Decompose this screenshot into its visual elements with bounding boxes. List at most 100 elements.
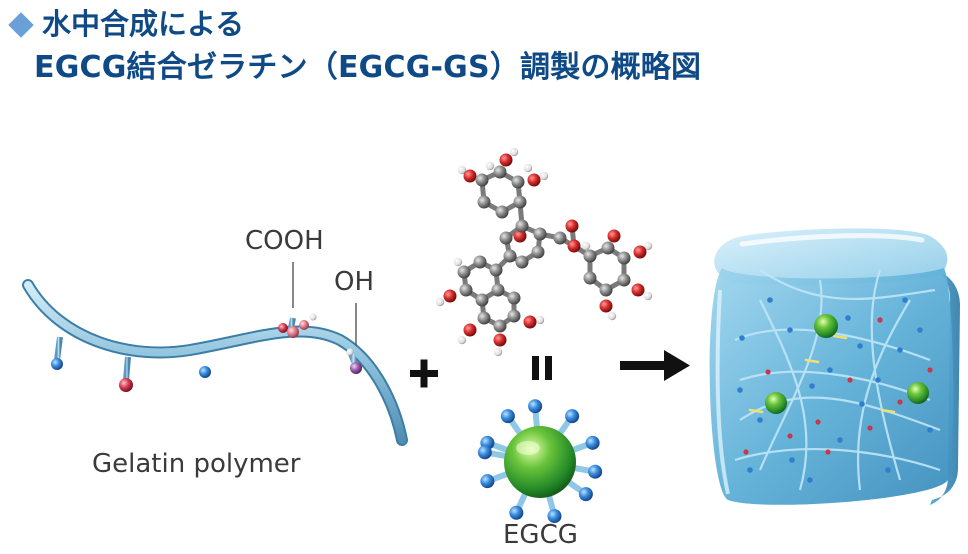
molecule-carbon-atom	[599, 283, 613, 297]
molecule-carbon-atom	[503, 249, 517, 263]
egcg-gs-hydrogel-cube	[709, 228, 960, 505]
egcg-molecule-structure	[435, 147, 653, 357]
gel-blue-node	[885, 467, 891, 473]
molecule-carbon-atom	[477, 195, 491, 209]
molecule-carbon-atom	[533, 227, 547, 241]
gel-red-node	[765, 369, 771, 375]
molecule-oxygen-atom	[463, 169, 477, 183]
molecule-carbon-atom	[583, 249, 597, 263]
egcg-spoke-tip	[585, 435, 600, 450]
title-block: 水中合成による EGCG結合ゼラチン（EGCG-GS）調製の概略図	[4, 2, 701, 90]
molecule-oxygen-atom	[463, 323, 477, 337]
egcg-spoke-tip	[477, 445, 492, 460]
molecule-carbon-atom	[617, 273, 631, 287]
gel-blue-node	[837, 437, 843, 443]
molecule-carbon-atom	[515, 255, 529, 269]
molecule-carbon-atom	[495, 205, 509, 219]
gel-blue-node	[857, 343, 863, 349]
molecule-carbon-atom	[457, 265, 471, 279]
cooh-group	[278, 313, 317, 338]
gel-blue-node	[859, 401, 865, 407]
gel-blue-node	[809, 383, 815, 389]
gel-red-node	[787, 433, 793, 439]
molecule-oxygen-atom	[599, 299, 613, 313]
egcg-spoke-tip	[588, 464, 603, 479]
gel-blue-node	[845, 315, 851, 321]
molecule-carbon-atom	[473, 255, 487, 269]
egcg-core	[504, 426, 576, 498]
egcg-spoke-tip	[528, 399, 543, 414]
side-group-blue-2	[199, 350, 211, 378]
egcg-spoke-tip	[565, 409, 580, 424]
egcg-spoke-tip	[480, 474, 495, 489]
plus-sign	[410, 359, 438, 388]
molecule-oxygen-atom	[499, 153, 513, 167]
molecule-hydrogen-atom	[457, 335, 467, 345]
cooh-label: COOH	[245, 226, 324, 256]
reaction-arrow	[620, 350, 690, 381]
gel-red-node	[743, 449, 749, 455]
molecule-carbon-atom	[499, 231, 513, 245]
molecule-hydrogen-atom	[453, 257, 463, 267]
molecule-carbon-atom	[583, 271, 597, 285]
gel-blue-node	[827, 367, 833, 373]
gel-blue-node	[917, 327, 923, 333]
gel-blue-node	[897, 347, 903, 353]
gel-red-node	[847, 377, 853, 383]
egcg-label: EGCG	[503, 520, 578, 550]
gel-blue-node	[902, 297, 908, 303]
molecule-carbon-atom	[477, 311, 491, 325]
molecule-hydrogen-atom	[607, 311, 617, 321]
molecule-hydrogen-atom	[523, 163, 533, 173]
molecule-oxygen-atom	[493, 333, 507, 347]
molecule-hydrogen-atom	[509, 147, 519, 157]
egcg-spoke-tip	[500, 409, 515, 424]
molecule-carbon-atom	[553, 231, 567, 245]
molecule-hydrogen-atom	[493, 347, 503, 357]
egcg-spoke-tip	[509, 505, 524, 520]
gel-bond-marker	[832, 334, 848, 340]
molecule-carbon-atom	[515, 219, 529, 233]
gel-blue-node	[767, 297, 773, 303]
egcg-sphere	[477, 399, 603, 524]
molecule-carbon-atom	[493, 165, 507, 179]
molecule-oxygen-atom	[565, 219, 579, 233]
gel-bond-marker	[804, 358, 820, 364]
gel-blue-node	[737, 387, 743, 393]
molecule-oxygen-atom	[633, 245, 647, 259]
molecule-oxygen-atom	[443, 289, 457, 303]
gel-bond-marker	[880, 408, 896, 414]
molecule-carbon-atom	[507, 309, 521, 323]
molecule-hydrogen-atom	[643, 241, 653, 251]
molecule-hydrogen-atom	[485, 161, 495, 171]
gel-red-node	[927, 367, 933, 373]
molecule-hydrogen-atom	[539, 171, 549, 181]
molecule-oxygen-atom	[607, 229, 621, 243]
molecule-carbon-atom	[491, 283, 505, 297]
molecule-hydrogen-atom	[457, 165, 467, 175]
molecule-carbon-atom	[531, 245, 545, 259]
oh-group	[346, 348, 362, 374]
gel-red-node	[867, 425, 873, 431]
equals-sign	[532, 356, 552, 380]
molecule-oxygen-atom	[523, 315, 537, 329]
oh-label: OH	[334, 267, 375, 297]
molecule-carbon-atom	[493, 319, 507, 333]
egcg-spoke-tip	[547, 509, 562, 524]
gel-blue-node	[875, 377, 881, 383]
molecule-hydrogen-atom	[535, 315, 545, 325]
molecule-oxygen-atom	[527, 173, 541, 187]
molecule-hydrogen-atom	[435, 297, 445, 307]
gel-blue-node	[747, 467, 753, 473]
molecule-oxygen-atom	[513, 229, 527, 243]
gel-red-node	[877, 317, 883, 323]
gel-blue-node	[787, 327, 793, 333]
molecule-carbon-atom	[489, 263, 503, 277]
gel-blue-node	[757, 417, 763, 423]
gel-blue-node	[807, 477, 813, 483]
gelatin-polymer-label: Gelatin polymer	[92, 449, 301, 479]
molecule-carbon-atom	[507, 291, 521, 305]
molecule-carbon-atom	[513, 195, 527, 209]
gel-blue-node	[789, 457, 795, 463]
